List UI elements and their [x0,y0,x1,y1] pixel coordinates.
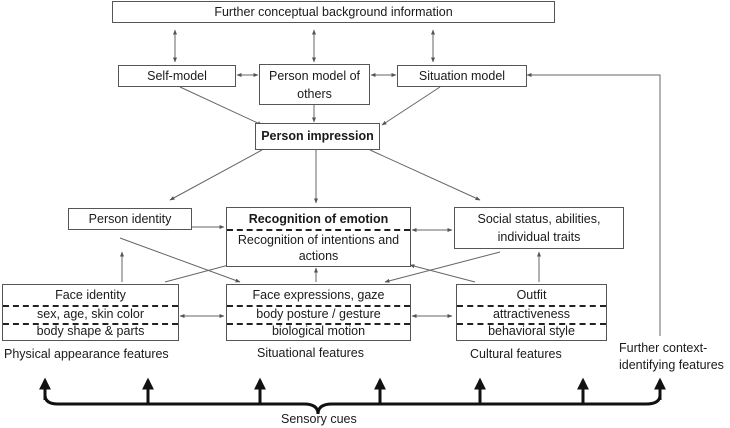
body-shape-text: body shape & parts [36,324,145,338]
arrow-self-impression [179,86,263,126]
emotion-recognition-text: Recognition of emotion [248,212,389,226]
background-info-box: Further conceptual background informatio… [112,1,555,23]
sex-age-text: sex, age, skin color [37,307,144,321]
situational-features-label: Situational features [257,346,365,360]
arrow-impression-identity [169,149,263,201]
arrow-identity-cross [119,237,241,283]
situational-features-box: Face expressions, gaze body posture / ge… [226,284,411,341]
cultural-divider-2 [457,323,606,325]
self-model-box: Self-model [118,65,236,87]
situational-divider-2 [227,323,410,325]
self-model-text: Self-model [147,69,207,83]
situation-model-text: Situation model [418,69,506,83]
further-context-label-1: Further context- [619,341,708,355]
person-impression-text: Person impression [261,129,374,143]
situational-divider-1 [227,305,410,307]
physical-appearance-label: Physical appearance features [4,347,169,361]
situation-model-box: Situation model [397,65,527,87]
emotion-intention-box: Recognition of emotion Recognition of in… [226,207,411,267]
face-identity-text: Face identity [55,288,126,302]
cultural-features-box: Outfit attractiveness behavioral style [456,284,607,341]
body-posture-text: body posture / gesture [256,307,381,321]
further-context-label-2: identifying features [619,358,724,372]
biological-motion-text: biological motion [271,324,366,338]
emotion-divider [227,229,410,231]
behavioral-style-text: behavioral style [488,324,575,338]
attractiveness-text: attractiveness [492,307,571,321]
sensory-cues-label: Sensory cues [281,412,357,426]
physical-divider-2 [3,323,178,325]
physical-features-box: Face identity sex, age, skin color body … [2,284,179,341]
person-identity-box: Person identity [68,208,192,230]
person-model-text-1: Person model of [268,69,361,83]
cultural-divider-1 [457,305,606,307]
arrow-social-cross [384,251,501,283]
social-status-text-1: Social status, abilities, [477,212,601,226]
social-status-text-2: individual traits [497,230,581,244]
person-model-box: Person model of others [259,64,370,105]
cultural-features-label: Cultural features [470,347,562,361]
arrow-situation-impression [381,86,441,126]
intentions-text-2: actions [298,249,339,263]
face-expressions-text: Face expressions, gaze [252,288,385,302]
arrow-impression-social [369,149,481,201]
arrow-further-context [526,73,661,336]
sensory-bracket [43,394,662,415]
social-status-box: Social status, abilities, individual tra… [454,207,624,249]
person-impression-box: Person impression [255,123,380,150]
arrow-outfit-emotion [409,264,476,283]
outfit-text: Outfit [516,288,547,302]
physical-divider-1 [3,305,178,307]
person-model-text-2: others [297,87,332,101]
intentions-text-1: Recognition of intentions and [237,233,400,247]
background-info-text: Further conceptual background informatio… [214,5,453,19]
person-identity-text: Person identity [88,212,172,226]
